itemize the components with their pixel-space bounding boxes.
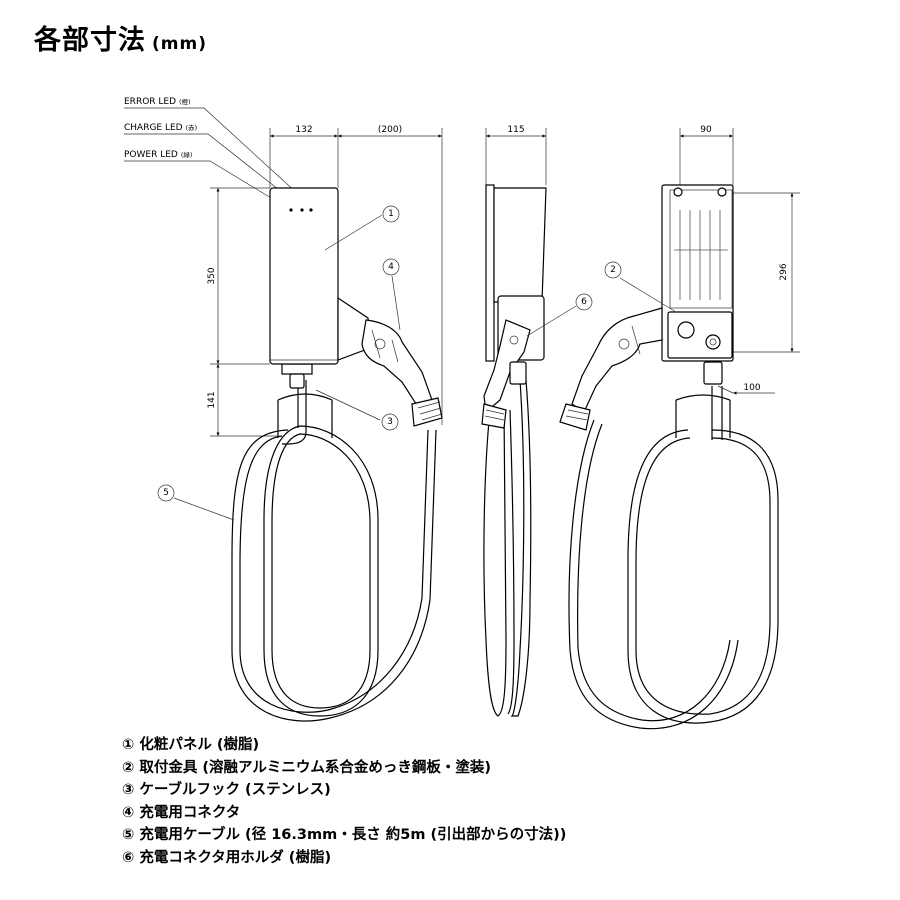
legend-item: ④ 充電用コネクタ xyxy=(122,804,241,821)
dim-front-width: 132 xyxy=(295,125,312,135)
callout-4 xyxy=(382,258,400,276)
svg-text:4: 4 xyxy=(388,262,394,272)
back-view: 90 296 xyxy=(559,125,800,730)
callout-5 xyxy=(157,484,175,502)
side-charging-connector xyxy=(481,319,531,429)
legend-item: ③ ケーブルフック (ステンレス) xyxy=(122,782,331,798)
power-led-label: POWER LED(緑) xyxy=(124,150,192,160)
back-charging-connector xyxy=(559,307,663,431)
dim-back-height: 296 xyxy=(779,263,789,280)
charge-led-label: CHARGE LED(赤) xyxy=(124,123,197,133)
front-cable-hook xyxy=(277,363,333,438)
front-charging-connector xyxy=(337,296,443,427)
parts-legend: ① 化粧パネル (樹脂) ② 取付金具 (溶融アルミニウム系合金めっき鋼板・塗装… xyxy=(122,734,566,869)
front-view: ERROR LED(橙) CHARGE LED(赤) POWER LED(緑) … xyxy=(124,97,443,722)
legend-item: ① 化粧パネル (樹脂) xyxy=(122,737,260,753)
side-wall-plate xyxy=(485,184,495,362)
knockout-hole-icon xyxy=(705,334,721,350)
error-led-label: ERROR LED(橙) xyxy=(124,97,191,107)
dim-front-height: 350 xyxy=(207,267,217,284)
legend-item: ⑥ 充電コネクタ用ホルダ (樹脂) xyxy=(122,849,332,866)
svg-text:6: 6 xyxy=(581,297,587,307)
callout-1 xyxy=(382,205,400,223)
side-panel-body xyxy=(493,187,547,303)
title-text: 各部寸法 xyxy=(34,25,146,56)
power-led-indicator xyxy=(289,208,293,212)
svg-text:5: 5 xyxy=(163,488,169,498)
svg-text:1: 1 xyxy=(388,209,394,219)
svg-text:3: 3 xyxy=(387,417,393,427)
page-title: 各部寸法 (mm) xyxy=(34,18,207,57)
legend-item: ⑤ 充電用ケーブル (径 16.3mm・長さ 約5m (引出部からの寸法)) xyxy=(122,827,567,843)
back-cable-coil xyxy=(568,386,779,730)
front-panel-body xyxy=(269,187,339,365)
back-cable-outlet xyxy=(667,311,733,359)
dim-side-depth: 115 xyxy=(507,125,524,135)
title-unit: (mm) xyxy=(152,34,207,54)
dim-back-width: 90 xyxy=(700,125,712,135)
svg-text:2: 2 xyxy=(610,265,616,275)
side-view: 115 6 xyxy=(481,125,593,717)
power-led-leader xyxy=(124,160,292,211)
charge-led-indicator xyxy=(300,208,304,212)
knockout-hole-icon xyxy=(677,321,695,339)
mount-hole-icon xyxy=(673,187,683,197)
dim-cable-clearance: (200) xyxy=(378,125,402,135)
callout-3 xyxy=(381,413,399,431)
legend-item: ② 取付金具 (溶融アルミニウム系合金めっき鋼板・塗装) xyxy=(122,759,491,776)
dim-back-offset: 100 xyxy=(743,383,760,393)
mount-hole-icon xyxy=(717,187,727,197)
dim-hook-height: 141 xyxy=(207,391,217,408)
error-led-indicator xyxy=(309,208,313,212)
callout-6 xyxy=(575,293,593,311)
error-led-leader xyxy=(124,107,312,207)
charge-led-leader xyxy=(124,133,303,209)
front-cable-coil xyxy=(231,380,437,722)
callout-2 xyxy=(604,261,622,279)
